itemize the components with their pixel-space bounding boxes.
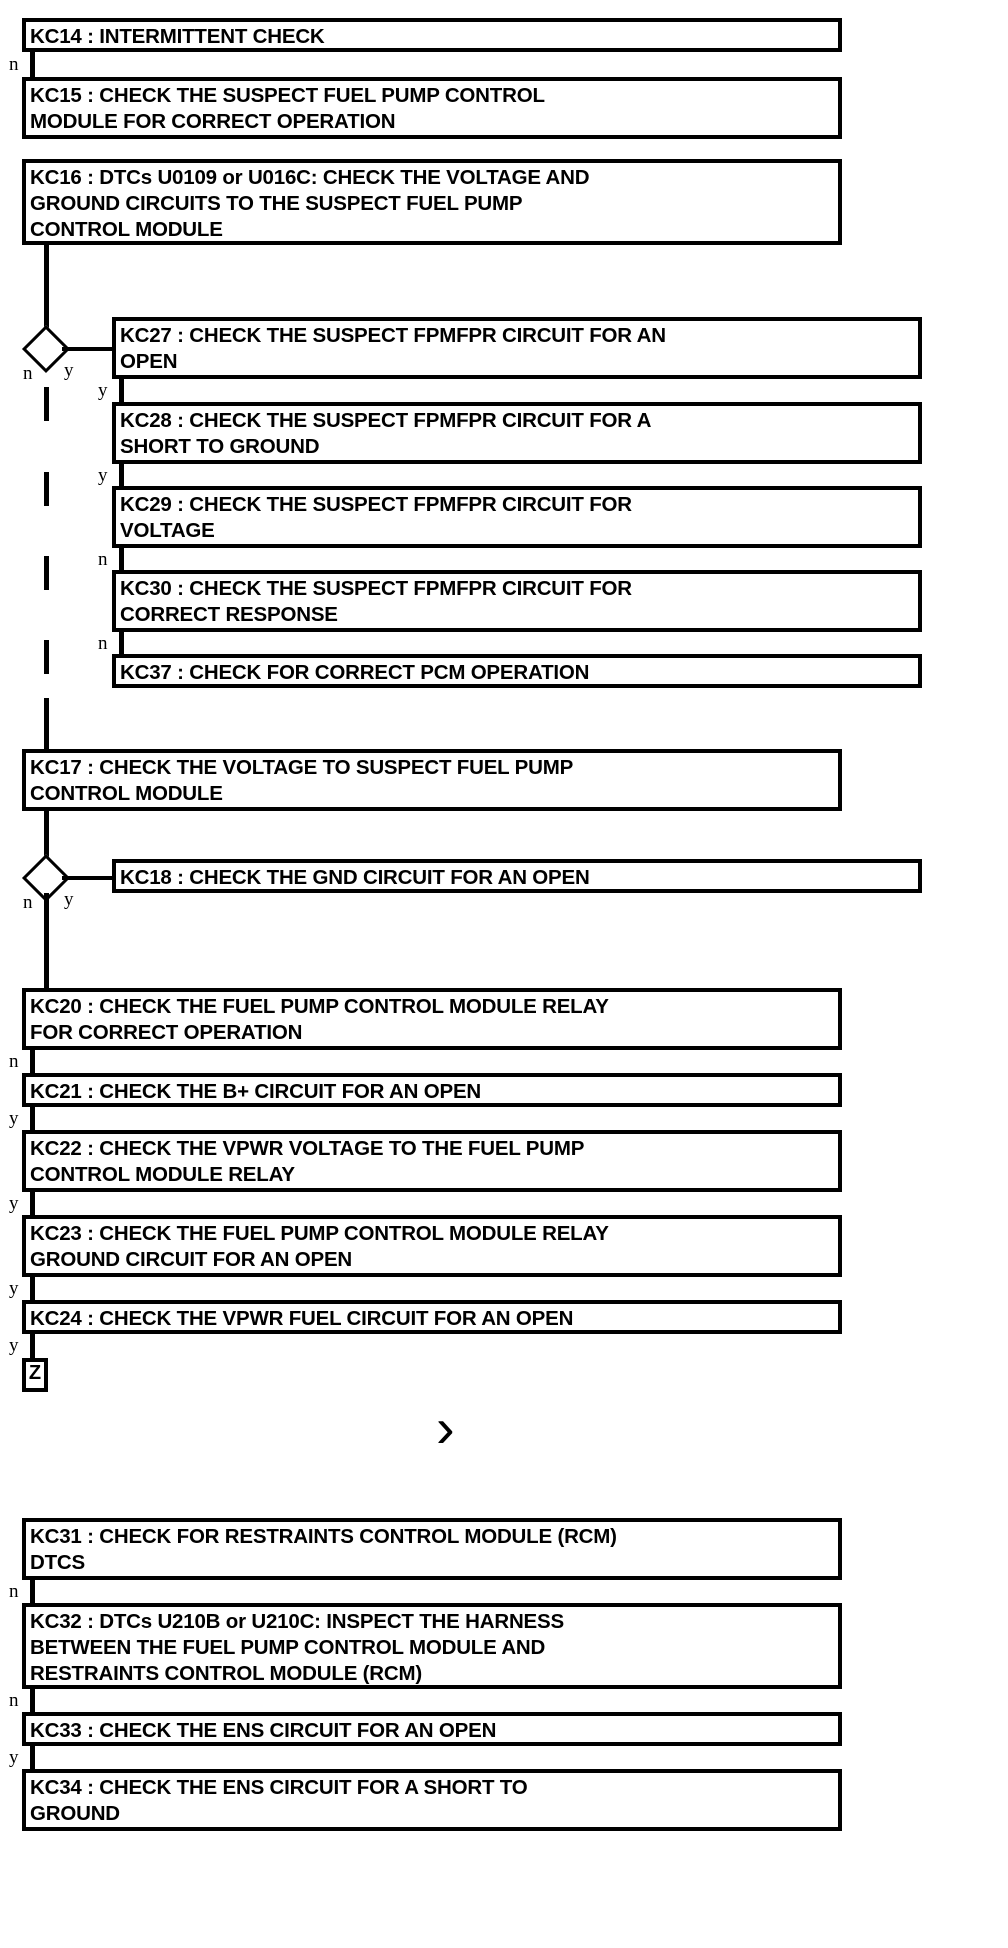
node-kc34[interactable]: KC34 : CHECK THE ENS CIRCUIT FOR A SHORT… xyxy=(22,1769,842,1831)
edge-label-kc31-kc32: n xyxy=(9,1581,19,1602)
node-kc16[interactable]: KC16 : DTCs U0109 or U016C: CHECK THE VO… xyxy=(22,159,842,245)
edge-label-kc30-kc37: n xyxy=(98,633,108,654)
connector-kc20-kc21 xyxy=(30,1050,35,1076)
edge-label-kc21-kc22: y xyxy=(9,1108,19,1129)
trunk-segment-5 xyxy=(44,698,49,750)
edge-label-kc28-kc29: y xyxy=(98,465,108,486)
node-kc30[interactable]: KC30 : CHECK THE SUSPECT FPMFPR CIRCUIT … xyxy=(112,570,922,632)
trunk-segment-2 xyxy=(44,472,49,506)
edge-label-kc23-kc24: y xyxy=(9,1278,19,1299)
connector-kc17-decision2 xyxy=(44,811,49,865)
edge-label-kc22-kc23: y xyxy=(9,1193,19,1214)
trunk-segment-4 xyxy=(44,640,49,674)
node-kc28[interactable]: KC28 : CHECK THE SUSPECT FPMFPR CIRCUIT … xyxy=(112,402,922,464)
connector-decision1-kc27 xyxy=(62,347,114,351)
connector-kc27-kc28 xyxy=(119,379,124,405)
connector-kc29-kc30 xyxy=(119,548,124,574)
node-kc24[interactable]: KC24 : CHECK THE VPWR FUEL CIRCUIT FOR A… xyxy=(22,1300,842,1334)
trunk-segment-1 xyxy=(44,387,49,421)
node-kc18[interactable]: KC18 : CHECK THE GND CIRCUIT FOR AN OPEN xyxy=(112,859,922,893)
edge-label-decision2-no: n xyxy=(23,892,33,913)
node-kc22[interactable]: KC22 : CHECK THE VPWR VOLTAGE TO THE FUE… xyxy=(22,1130,842,1192)
edge-label-kc20-kc21: n xyxy=(9,1051,19,1072)
node-kc32[interactable]: KC32 : DTCs U210B or U210C: INSPECT THE … xyxy=(22,1603,842,1689)
node-kc20[interactable]: KC20 : CHECK THE FUEL PUMP CONTROL MODUL… xyxy=(22,988,842,1050)
node-kc27[interactable]: KC27 : CHECK THE SUSPECT FPMFPR CIRCUIT … xyxy=(112,317,922,379)
node-kc37[interactable]: KC37 : CHECK FOR CORRECT PCM OPERATION xyxy=(112,654,922,688)
node-kc33[interactable]: KC33 : CHECK THE ENS CIRCUIT FOR AN OPEN xyxy=(22,1712,842,1746)
connector-kc28-kc29 xyxy=(119,464,124,490)
node-kc15[interactable]: KC15 : CHECK THE SUSPECT FUEL PUMP CONTR… xyxy=(22,77,842,139)
connector-decision2-kc18 xyxy=(62,876,114,880)
connector-kc21-kc22 xyxy=(30,1107,35,1133)
edge-label-decision1-no: n xyxy=(23,363,33,384)
edge-label-kc27-kc28: y xyxy=(98,380,108,401)
node-kc17[interactable]: KC17 : CHECK THE VOLTAGE TO SUSPECT FUEL… xyxy=(22,749,842,811)
connector-kc23-kc24 xyxy=(30,1277,35,1303)
edge-label-decision1-yes: y xyxy=(64,360,74,381)
connector-decision2-kc20 xyxy=(44,893,49,989)
edge-label-kc32-kc33: n xyxy=(9,1690,19,1711)
connector-kc22-kc23 xyxy=(30,1192,35,1218)
chevron-right-icon: › xyxy=(436,1396,455,1459)
connector-kc24-z xyxy=(30,1334,35,1360)
node-kc23[interactable]: KC23 : CHECK THE FUEL PUMP CONTROL MODUL… xyxy=(22,1215,842,1277)
connector-kc16-decision1 xyxy=(44,245,49,335)
connector-kc33-kc34 xyxy=(30,1746,35,1772)
edge-label-kc33-kc34: y xyxy=(9,1747,19,1768)
connector-kc30-kc37 xyxy=(119,632,124,658)
connector-kc32-kc33 xyxy=(30,1689,35,1715)
edge-label-kc14-kc15: n xyxy=(9,54,19,75)
edge-label-kc24-z: y xyxy=(9,1335,19,1356)
node-kc14[interactable]: KC14 : INTERMITTENT CHECK xyxy=(22,18,842,52)
offpage-connector-z[interactable]: Z xyxy=(22,1358,48,1392)
edge-label-decision2-yes: y xyxy=(64,889,74,910)
connector-kc14-kc15 xyxy=(30,52,35,78)
node-kc29[interactable]: KC29 : CHECK THE SUSPECT FPMFPR CIRCUIT … xyxy=(112,486,922,548)
node-kc31[interactable]: KC31 : CHECK FOR RESTRAINTS CONTROL MODU… xyxy=(22,1518,842,1580)
connector-kc31-kc32 xyxy=(30,1580,35,1606)
edge-label-kc29-kc30: n xyxy=(98,549,108,570)
trunk-segment-3 xyxy=(44,556,49,590)
node-kc21[interactable]: KC21 : CHECK THE B+ CIRCUIT FOR AN OPEN xyxy=(22,1073,842,1107)
